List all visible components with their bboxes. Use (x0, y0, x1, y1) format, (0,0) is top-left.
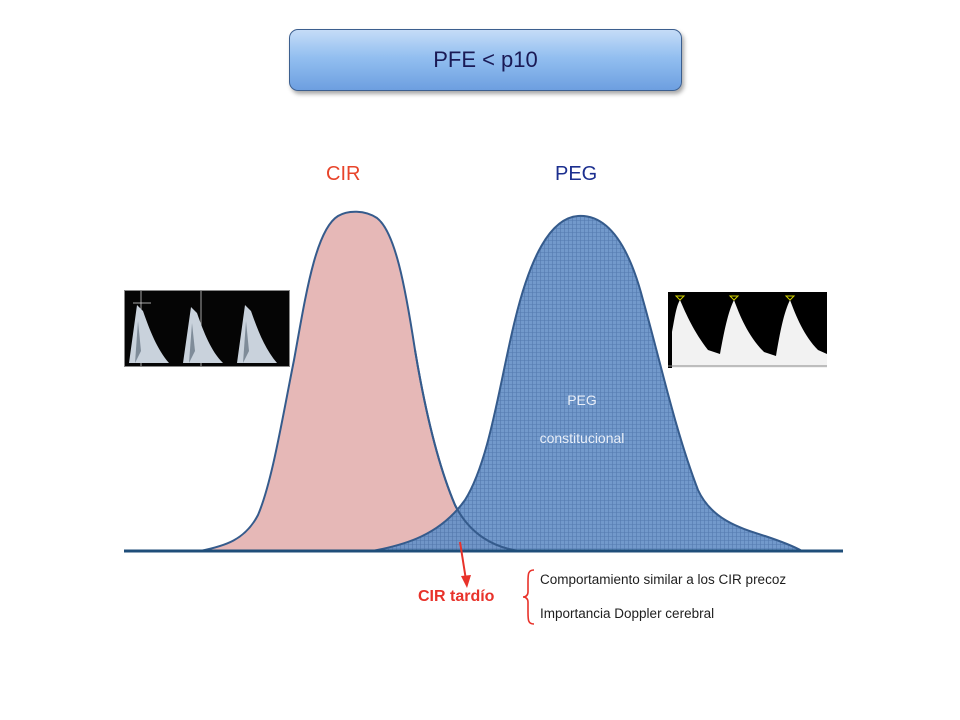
cir-label: CIR (326, 163, 361, 185)
cir-tardio-label: CIR tardío (418, 588, 495, 605)
diagram-title: PFE < p10 (433, 47, 538, 72)
cir-tardio-arrow-line (459, 541, 467, 581)
cir-tardio-arrow-head (461, 575, 471, 588)
note-doppler-cerebral: Importancia Doppler cerebral (540, 606, 715, 621)
peg-inner-label: PEG (567, 392, 597, 408)
curly-brace-icon (522, 569, 535, 625)
peg-label: PEG (555, 163, 598, 185)
peg-constitucional-label: constitucional (539, 430, 625, 446)
cir-overlap-outline (414, 349, 521, 552)
title-box: PFE < p10 (289, 29, 682, 91)
note-comportamiento: Comportamiento similar a los CIR precoz (540, 572, 787, 587)
peg-curve (371, 214, 806, 552)
umbilical-doppler-image (124, 290, 290, 367)
cerebral-doppler-image (668, 292, 827, 368)
